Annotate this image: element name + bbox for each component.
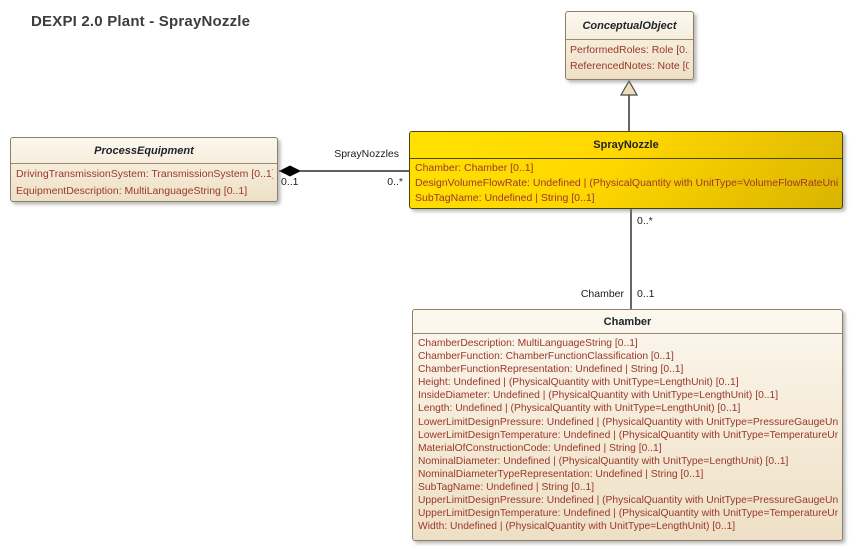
attribute-compartment: ChamberDescription: MultiLanguageString …	[413, 334, 842, 533]
class-box-spraynozzle[interactable]: SprayNozzle Chamber: Chamber [0..1] Desi…	[409, 131, 843, 209]
class-attribute: PerformedRoles: Role [0..*]	[570, 44, 689, 56]
class-attribute: UpperLimitDesignTemperature: Undefined |…	[418, 508, 838, 520]
class-attribute: InsideDiameter: Undefined | (PhysicalQua…	[418, 390, 779, 402]
composition-source-multiplicity: 0..1	[281, 176, 299, 188]
generalization-arrow-icon	[619, 79, 639, 96]
class-attribute: Chamber: Chamber [0..1]	[415, 162, 534, 174]
class-title: ProcessEquipment	[94, 144, 194, 157]
class-attribute: NominalDiameter: Undefined | (PhysicalQu…	[418, 455, 789, 467]
class-box-processequipment[interactable]: ProcessEquipment DrivingTransmissionSyst…	[10, 137, 278, 202]
association-bottom-multiplicity: 0..1	[637, 288, 655, 300]
class-title: Chamber	[603, 315, 652, 328]
class-attribute: ChamberFunctionRepresentation: Undefined…	[418, 364, 684, 376]
class-attribute: MaterialOfConstructionCode: Undefined | …	[418, 442, 662, 454]
class-header: SprayNozzle	[410, 132, 842, 159]
composition-diamond-icon	[279, 165, 301, 177]
attribute-compartment: Chamber: Chamber [0..1] DesignVolumeFlow…	[410, 159, 842, 206]
class-title: SprayNozzle	[593, 139, 659, 151]
composition-target-multiplicity: 0..*	[387, 176, 403, 188]
class-attribute: Length: Undefined | (PhysicalQuantity wi…	[418, 403, 741, 415]
class-attribute: ChamberFunction: ChamberFunctionClassifi…	[418, 351, 674, 363]
class-attribute: UpperLimitDesignPressure: Undefined | (P…	[418, 495, 838, 507]
class-attribute: Width: Undefined | (PhysicalQuantity wit…	[418, 521, 736, 533]
class-attribute: Height: Undefined | (PhysicalQuantity wi…	[418, 377, 739, 389]
class-box-chamber[interactable]: Chamber ChamberDescription: MultiLanguag…	[412, 309, 843, 541]
class-attribute: NominalDiameterTypeRepresentation: Undef…	[418, 468, 704, 480]
page-title: DEXPI 2.0 Plant - SprayNozzle	[31, 13, 251, 30]
class-header: ConceptualObject	[566, 12, 693, 40]
association-role-label: Chamber	[580, 288, 624, 300]
class-attribute: LowerLimitDesignTemperature: Undefined |…	[418, 429, 838, 441]
class-attribute: ReferencedNotes: Note [0..*]	[570, 60, 689, 72]
class-header: Chamber	[413, 310, 842, 334]
attribute-compartment: PerformedRoles: Role [0..*] ReferencedNo…	[566, 40, 693, 74]
class-attribute: ChamberDescription: MultiLanguageString …	[418, 338, 638, 349]
class-title: ConceptualObject	[582, 19, 677, 32]
class-box-conceptualobject[interactable]: ConceptualObject PerformedRoles: Role [0…	[565, 11, 694, 80]
class-attribute: LowerLimitDesignPressure: Undefined | (P…	[418, 416, 838, 428]
class-attribute: DrivingTransmissionSystem: TransmissionS…	[16, 168, 273, 180]
class-attribute: DesignVolumeFlowRate: Undefined | (Physi…	[415, 177, 838, 189]
class-attribute: EquipmentDescription: MultiLanguageStrin…	[16, 184, 248, 197]
class-attribute: SubTagName: Undefined | String [0..1]	[415, 192, 595, 204]
class-attribute: SubTagName: Undefined | String [0..1]	[418, 482, 595, 494]
composition-role-label: SprayNozzles	[334, 148, 399, 160]
association-top-multiplicity: 0..*	[637, 215, 653, 227]
class-header: ProcessEquipment	[11, 138, 277, 164]
attribute-compartment: DrivingTransmissionSystem: TransmissionS…	[11, 164, 277, 199]
